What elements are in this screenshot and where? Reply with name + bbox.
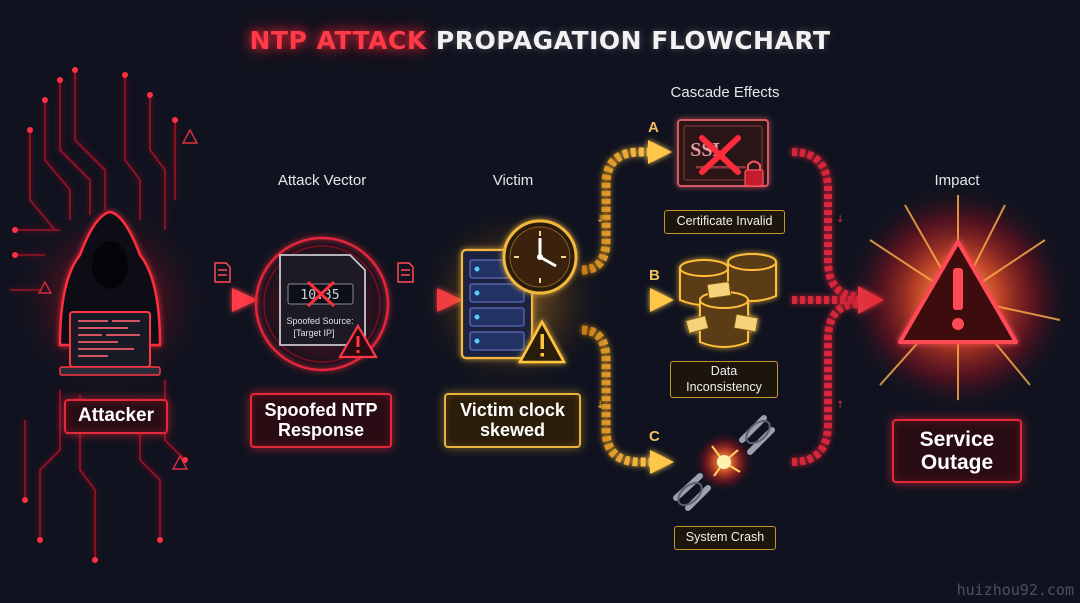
victim-clock-label: Victim clock skewed — [444, 393, 581, 448]
page-title: NTP ATTACK PROPAGATION FLOWCHART — [0, 26, 1080, 55]
converging-arrows — [791, 148, 859, 466]
data-line-1: Data — [710, 363, 738, 378]
spoof-ring — [254, 236, 390, 372]
clock-icon — [502, 219, 578, 295]
data-line-2: Inconsistency — [686, 379, 762, 394]
attacker-label: Attacker — [64, 399, 168, 434]
watermark: huizhou92.com — [956, 581, 1074, 599]
header-cascade-effects: Cascade Effects — [670, 84, 780, 101]
spoofed-packet-icon: 10:35 Spoofed Source: [Target IP] — [279, 254, 378, 359]
hacker-icon — [58, 210, 162, 376]
title-rest: PROPAGATION FLOWCHART — [435, 26, 831, 55]
branch-letter-c: C — [649, 428, 660, 445]
packet-icon-2 — [397, 262, 414, 283]
victim-line-1: Victim clock — [460, 399, 565, 420]
branch-letter-a: A — [648, 119, 659, 136]
branch-tick-marks: ↓↓ — [596, 214, 604, 411]
packet-icon-1 — [214, 262, 231, 283]
outage-line-1: Service — [919, 427, 995, 451]
system-crash-label: System Crash — [674, 526, 776, 550]
certificate-invalid-icon: SSL — [677, 119, 769, 187]
circuit-nodes — [12, 67, 188, 563]
spoofed-line-2: Response — [277, 419, 365, 440]
spoofed-line-1: Spoofed NTP — [264, 399, 378, 420]
spoofed-response-label: Spoofed NTP Response — [250, 393, 392, 448]
title-highlight: NTP ATTACK — [249, 26, 427, 55]
svg-text:↓: ↓ — [836, 214, 844, 225]
broken-chain-icon — [673, 415, 775, 511]
packet-target-text: [Target IP] — [293, 328, 334, 338]
svg-text:↓: ↓ — [596, 400, 604, 411]
packet-source-text: Spoofed Source: — [286, 316, 353, 326]
svg-text:↓: ↓ — [596, 214, 604, 225]
header-victim: Victim — [492, 172, 534, 189]
database-inconsistency-icon — [679, 253, 777, 348]
certificate-invalid-label: Certificate Invalid — [664, 210, 785, 234]
warning-icon — [517, 319, 567, 364]
header-impact: Impact — [934, 172, 980, 189]
converge-tick-marks: ↓↑ — [836, 214, 844, 411]
branch-letter-b: B — [649, 267, 660, 284]
service-outage-label: Service Outage — [892, 419, 1022, 483]
outage-line-2: Outage — [920, 451, 994, 474]
data-inconsistency-label: Data Inconsistency — [670, 361, 778, 398]
branch-arrowheads — [648, 140, 674, 474]
header-attack-vector: Attack Vector — [277, 172, 367, 189]
victim-line-2: skewed — [479, 419, 546, 440]
impact-warning-icon — [898, 240, 1018, 344]
svg-text:↑: ↑ — [836, 400, 844, 411]
branch-arrows — [581, 147, 652, 467]
